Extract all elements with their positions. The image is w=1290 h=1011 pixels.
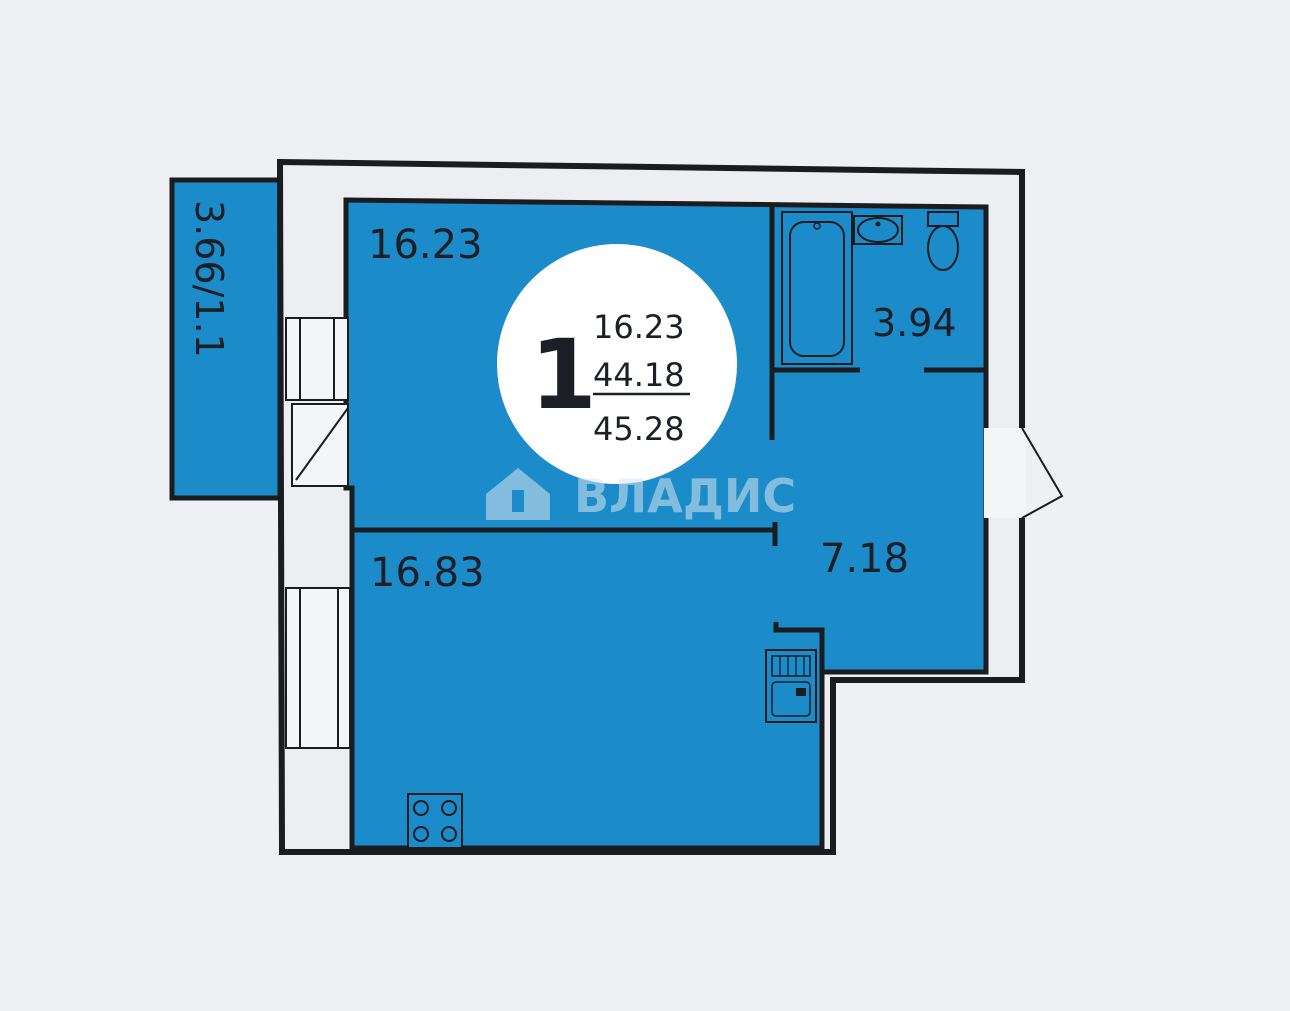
- balcony-area: 3.66/1.1: [187, 200, 231, 358]
- bathtub-icon: [781, 211, 853, 365]
- kitchen-sink-icon: [765, 649, 817, 723]
- badge-total-area: 44.18: [593, 356, 685, 394]
- toilet-icon: [927, 211, 959, 271]
- kitchen-partition: [773, 622, 825, 672]
- window-left-lower: [285, 587, 351, 749]
- entrance-door-opening: [984, 428, 1026, 518]
- balcony: [169, 177, 283, 501]
- vladis-watermark: ВЛАДИС: [486, 468, 796, 523]
- sink-icon: [853, 215, 903, 245]
- kitchen-area: 16.83: [370, 550, 485, 596]
- bathroom-area: 3.94: [872, 301, 957, 345]
- watermark-text: ВЛАДИС: [574, 469, 796, 523]
- badge-total-with-balcony: 45.28: [593, 410, 685, 448]
- window-left-upper: [285, 317, 349, 401]
- stove-icon: [407, 793, 463, 849]
- hall-area: 7.18: [820, 536, 909, 582]
- living-room-area: 16.23: [368, 222, 483, 268]
- apartment-summary-badge: 1 16.23 44.18 45.28: [497, 244, 737, 484]
- badge-living-area: 16.23: [593, 308, 685, 346]
- entrance-door-swing: [1021, 427, 1064, 519]
- room-count: 1: [530, 319, 597, 431]
